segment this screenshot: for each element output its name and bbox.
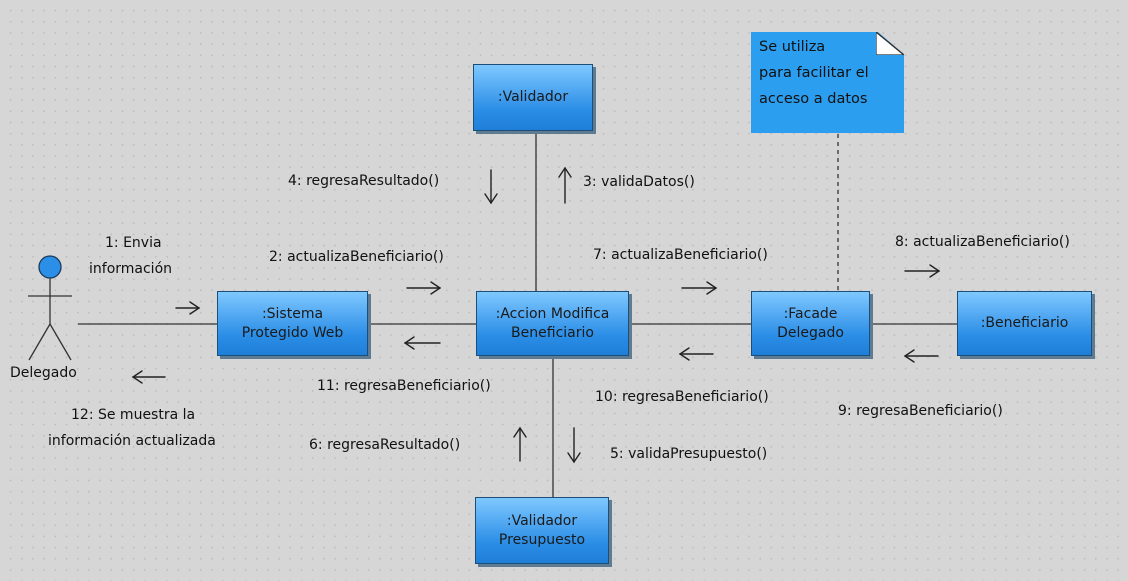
arrow-11-left — [403, 336, 441, 350]
message-7: 7: actualizaBeneficiario() — [593, 247, 768, 263]
object-sistema-label: :Sistema Protegido Web — [241, 305, 344, 341]
actor-head — [38, 255, 62, 279]
object-facade-label: :Facade Delegado — [777, 305, 844, 341]
message-11: 11: regresaBeneficiario() — [317, 378, 491, 394]
note-line-2: para facilitar el — [759, 65, 869, 81]
object-validador[interactable]: :Validador — [473, 64, 593, 131]
arrow-9-left — [903, 349, 939, 363]
message-5: 5: validaPresupuesto() — [610, 446, 768, 462]
object-beneficiario[interactable]: :Beneficiario — [957, 291, 1092, 356]
note: Se utiliza para facilitar el acceso a da… — [751, 32, 904, 133]
arrow-4-down — [484, 169, 498, 205]
message-4: 4: regresaResultado() — [288, 173, 440, 189]
message-3: 3: validaDatos() — [583, 174, 695, 190]
object-facade-delegado[interactable]: :Facade Delegado — [751, 291, 870, 356]
object-accion-label: :Accion Modifica Beneficiario — [495, 305, 610, 341]
arrow-8-right — [904, 264, 941, 278]
actor-figure — [28, 255, 72, 361]
arrow-5-down — [567, 427, 581, 464]
message-1-line-1: 1: Envia — [105, 235, 162, 251]
message-6: 6: regresaResultado() — [309, 437, 461, 453]
object-accion-modifica-beneficiario[interactable]: :Accion Modifica Beneficiario — [476, 291, 629, 356]
arrow-1-right — [175, 301, 201, 315]
message-10: 10: regresaBeneficiario() — [595, 389, 769, 405]
arrow-2-right — [406, 281, 442, 295]
object-presupuesto-label: :Validador Presupuesto — [498, 512, 586, 548]
note-line-3: acceso a datos — [759, 91, 868, 107]
message-2: 2: actualizaBeneficiario() — [269, 249, 444, 265]
object-validador-presupuesto[interactable]: :Validador Presupuesto — [475, 497, 609, 564]
message-12-line-1: 12: Se muestra la — [71, 407, 196, 423]
arrow-6-up — [513, 426, 527, 462]
arrow-3-up — [558, 166, 572, 204]
note-line-1: Se utiliza — [759, 39, 826, 55]
message-9: 9: regresaBeneficiario() — [838, 403, 1003, 419]
object-sistema-protegido-web[interactable]: :Sistema Protegido Web — [217, 291, 368, 356]
message-12-line-2: información actualizada — [48, 433, 216, 449]
message-8: 8: actualizaBeneficiario() — [895, 234, 1070, 250]
arrow-7-right — [681, 281, 718, 295]
arrow-10-left — [678, 347, 714, 361]
actor-label: Delegado — [10, 365, 77, 381]
object-validador-label: :Validador — [497, 89, 569, 105]
message-1-line-2: información — [89, 261, 173, 277]
object-beneficiario-label: :Beneficiario — [980, 315, 1069, 331]
arrow-12-left — [131, 370, 166, 384]
